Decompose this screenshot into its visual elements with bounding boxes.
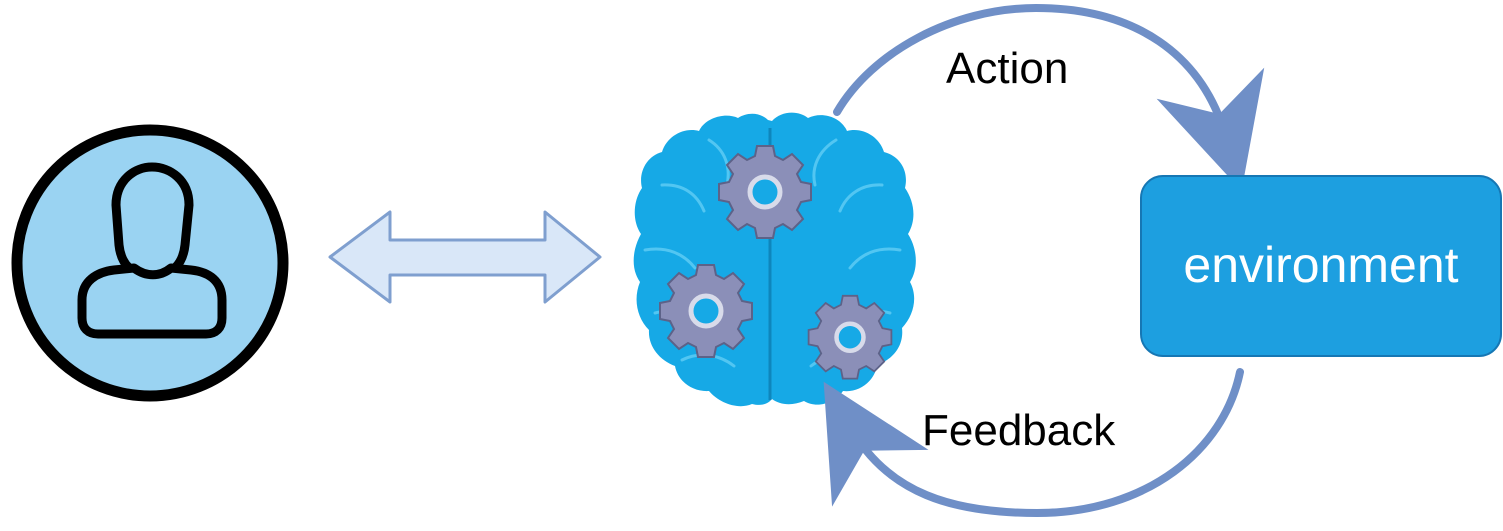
feedback-label: Feedback bbox=[922, 406, 1116, 455]
feedback-arrow bbox=[823, 368, 1244, 518]
environment-box: environment bbox=[1140, 175, 1502, 357]
double-arrow-icon bbox=[328, 210, 602, 304]
action-arrow bbox=[833, 3, 1265, 191]
brain-with-gears-icon bbox=[633, 112, 916, 407]
user-avatar-icon bbox=[11, 124, 289, 402]
action-label: Action bbox=[946, 44, 1068, 93]
environment-label: environment bbox=[1183, 237, 1458, 293]
